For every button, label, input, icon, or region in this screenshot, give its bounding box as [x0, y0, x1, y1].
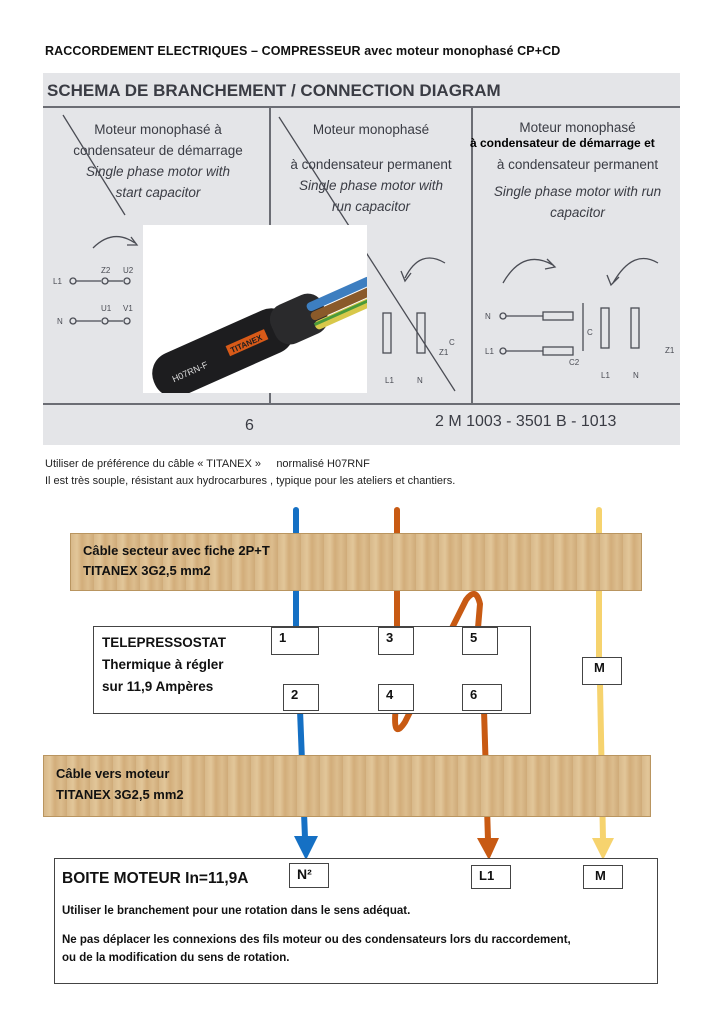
telepressostat-label: TELEPRESSOSTAT Thermique à régler sur 11… — [102, 632, 226, 698]
wiring-sketch-start: L1 Z2 U2 N U1 V1 — [53, 236, 139, 326]
column-label-en: Single phase motor with — [298, 178, 444, 193]
column-start-run-capacitor: Moteur monophasé à condensateur permanen… — [475, 117, 680, 223]
cable-properties: Il est très souple, résistant aux hydroc… — [45, 475, 456, 487]
motor-terminal-box — [54, 858, 658, 984]
wiring-sketch-run: C Z1 L1 N — [382, 257, 455, 383]
svg-text:N: N — [485, 312, 491, 321]
svg-text:L1: L1 — [53, 277, 62, 286]
column-label-en: Single phase motor with — [85, 164, 231, 179]
phase-arrowhead — [477, 838, 499, 860]
supply-cable-band: Câble secteur avec fiche 2P+T TITANEX 3G… — [70, 533, 642, 591]
titanex-cable-image: H07RN-F TITANEX — [152, 274, 385, 398]
column-label-fr: à condensateur permanent — [290, 157, 452, 172]
motor-instruction: Utiliser le branchement pour une rotatio… — [62, 905, 411, 917]
neutral-arrowhead — [294, 836, 318, 860]
pressostat-setting: sur 11,9 Ampères — [102, 679, 214, 694]
ground-arrowhead — [592, 838, 614, 860]
svg-text:Z2: Z2 — [101, 266, 111, 275]
motor-warning: ou de la modification du sens de rotatio… — [62, 952, 290, 964]
recommendation-line: Utiliser de préférence du câble « TITANE… — [45, 458, 370, 470]
motor-terminal-l1: L1 — [471, 865, 511, 889]
supply-cable-label: Câble secteur avec fiche 2P+T — [83, 543, 270, 558]
motor-cable-spec: TITANEX 3G2,5 mm2 — [56, 787, 184, 802]
motor-warning: Ne pas déplacer les connexions des fils … — [62, 934, 571, 946]
column-label-en: capacitor — [550, 205, 605, 220]
diagram-divider — [43, 106, 680, 108]
motor-box-title: BOITE MOTEUR In=11,9A — [62, 870, 249, 887]
ground-terminal: M — [582, 657, 622, 685]
pressostat-title: TELEPRESSOSTAT — [102, 635, 227, 650]
column-label-en: Single phase motor with run — [493, 184, 662, 199]
reference-number: 2 M 1003 - 3501 B - 1013 — [435, 413, 617, 430]
svg-text:L1: L1 — [485, 347, 494, 356]
diagram-title: SCHEMA DE BRANCHEMENT / CONNECTION DIAGR… — [47, 81, 501, 100]
standard-text: normalisé H07RNF — [276, 458, 370, 470]
svg-text:U2: U2 — [123, 266, 134, 275]
motor-terminal-m: M — [583, 865, 623, 889]
motor-cable-label: Câble vers moteur — [56, 766, 170, 781]
terminal-2: 2 — [283, 684, 319, 711]
motor-cable-band: Câble vers moteur TITANEX 3G2,5 mm2 — [43, 755, 651, 817]
svg-text:V1: V1 — [123, 304, 133, 313]
column-divider — [471, 107, 473, 403]
recommendation-text: Utiliser de préférence du câble « TITANE… — [45, 458, 262, 470]
svg-text:L1: L1 — [385, 376, 394, 383]
column-run-capacitor: Moteur monophasé à condensateur permanen… — [273, 119, 469, 217]
supply-cable-spec: TITANEX 3G2,5 mm2 — [83, 563, 211, 578]
column-label-fr: Moteur monophasé — [312, 122, 430, 137]
svg-text:C: C — [449, 338, 455, 347]
svg-text:L1: L1 — [601, 371, 610, 380]
cable-photo: H07RN-F TITANEX — [143, 225, 385, 398]
pressostat-setting: Thermique à régler — [102, 657, 224, 672]
column-label-fr: à condensateur permanent — [496, 157, 659, 172]
column-label-en: start capacitor — [115, 185, 201, 200]
svg-text:Z1: Z1 — [439, 348, 449, 357]
terminal-6: 6 — [462, 684, 502, 711]
terminal-1: 1 — [271, 627, 319, 655]
svg-text:N: N — [57, 317, 63, 326]
svg-text:N: N — [417, 376, 423, 383]
terminal-3: 3 — [378, 627, 414, 655]
column-label-fr: Moteur monophasé à — [94, 122, 222, 137]
phase-bridge-wire — [392, 591, 484, 733]
column-label-fr: Moteur monophasé — [519, 120, 636, 135]
column-start-capacitor: Moteur monophasé à condensateur de démar… — [53, 119, 263, 203]
page-number: 6 — [245, 417, 254, 434]
overlay-caption: à condensateur de démarrage et — [470, 136, 655, 150]
svg-text:C2: C2 — [569, 358, 580, 367]
column-label-en: run capacitor — [331, 199, 411, 214]
motor-terminal-n: N² — [289, 863, 329, 888]
svg-text:Z1: Z1 — [665, 346, 675, 355]
svg-text:N: N — [633, 371, 639, 380]
terminal-4: 4 — [378, 684, 414, 711]
svg-text:U1: U1 — [101, 304, 112, 313]
terminal-5: 5 — [462, 627, 498, 655]
document-title: RACCORDEMENT ELECTRIQUES – COMPRESSEUR a… — [45, 44, 561, 58]
svg-text:C: C — [587, 328, 593, 337]
diagram-divider — [43, 403, 680, 405]
column-label-fr: condensateur de démarrage — [73, 143, 243, 158]
strike-lines — [62, 114, 456, 392]
